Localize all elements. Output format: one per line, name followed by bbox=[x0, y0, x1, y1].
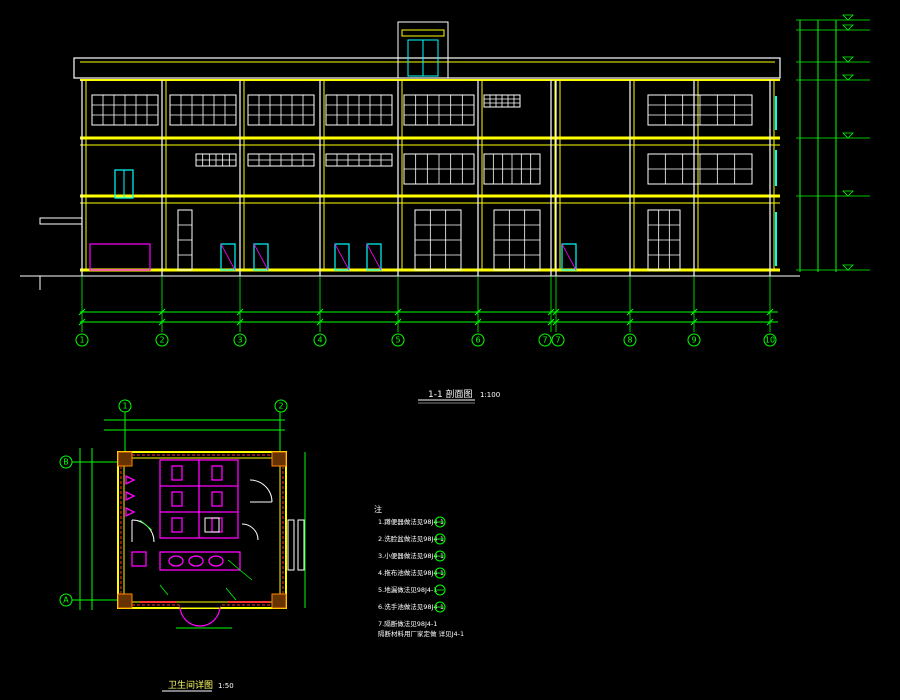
note-symbol bbox=[434, 601, 446, 613]
plan-doors bbox=[131, 479, 273, 543]
axis-bubble bbox=[471, 333, 485, 347]
reception-counter bbox=[89, 243, 151, 271]
plan-axis-col-2: 2 bbox=[278, 402, 283, 411]
notes-heading: 注 bbox=[374, 504, 382, 514]
section-scale: 1:100 bbox=[480, 391, 500, 399]
axis-bubble bbox=[233, 333, 247, 347]
entrance-door bbox=[179, 605, 221, 627]
axis-bubble bbox=[391, 333, 405, 347]
axis-label: 7 bbox=[542, 336, 547, 345]
axis-label: 1 bbox=[79, 336, 84, 345]
notes-list: 1.蹲便器做法见98J4-1 2.洗脸盆做法见98J4-1 3.小便器做法见98J4… bbox=[378, 517, 444, 628]
doors-floor-1 bbox=[220, 243, 577, 271]
axis-bubble bbox=[538, 333, 552, 347]
plan-leaders bbox=[139, 519, 253, 601]
axis-bubble bbox=[155, 333, 169, 347]
section-title-block: 1-1 剖面图 1:100 bbox=[418, 388, 500, 404]
plan-title: 卫生间详图 bbox=[168, 679, 213, 691]
axis-bubble bbox=[551, 333, 565, 347]
note-symbol bbox=[434, 550, 446, 562]
openings-floor-1 bbox=[177, 209, 681, 271]
stair-tower bbox=[397, 21, 449, 79]
windows-floor-2 bbox=[195, 153, 753, 185]
axis-bubble bbox=[623, 333, 637, 347]
axis-label: 5 bbox=[395, 336, 400, 345]
note-symbol bbox=[434, 516, 446, 528]
axis-label: 10 bbox=[765, 336, 775, 345]
dimension-lines bbox=[78, 308, 778, 326]
door bbox=[253, 243, 269, 271]
note-symbols bbox=[434, 516, 446, 613]
door bbox=[334, 243, 350, 271]
stair-tower-parapet bbox=[401, 29, 445, 37]
axis-label: 6 bbox=[475, 336, 480, 345]
note-item: 2.洗脸盆做法见98J4-1 bbox=[378, 534, 444, 543]
plan-axis-col-1: 1 bbox=[122, 402, 127, 411]
note-symbol bbox=[434, 567, 446, 579]
note-item: 1.蹲便器做法见98J4-1 bbox=[378, 517, 444, 526]
axis-bubble bbox=[75, 333, 89, 347]
axis-label: 2 bbox=[159, 336, 164, 345]
notes-last-line: 隔断材料用厂家定做 详见J4-1 bbox=[378, 629, 464, 638]
note-symbol bbox=[434, 584, 446, 596]
note-item: 5.地漏做法见98J4-1 bbox=[378, 585, 438, 594]
axis-label: 7 bbox=[555, 336, 560, 345]
plan-axis-row-b: B bbox=[63, 458, 69, 467]
note-symbol bbox=[434, 533, 446, 545]
section-title: 1-1 剖面图 bbox=[428, 388, 473, 400]
plan-axis-row-a: A bbox=[63, 596, 69, 605]
entrance-canopy bbox=[39, 217, 83, 225]
columns bbox=[81, 80, 775, 332]
axis-label: 4 bbox=[317, 336, 322, 345]
axis-label: 8 bbox=[627, 336, 632, 345]
axis-bubble bbox=[313, 333, 327, 347]
level-marks bbox=[796, 14, 870, 272]
toilet-stalls bbox=[125, 459, 241, 571]
note-item: 4.拖布池做法见98J4-1 bbox=[378, 568, 444, 577]
door bbox=[220, 243, 236, 271]
axis-bubble bbox=[763, 333, 777, 347]
door bbox=[561, 243, 577, 271]
axis-label: 3 bbox=[237, 336, 242, 345]
windows-floor-3 bbox=[91, 94, 753, 126]
axis-label: 9 bbox=[691, 336, 696, 345]
notes-block: 注 1.蹲便器做法见98J4-1 2.洗脸盆做法见98J4-1 3.小便器做法见98… bbox=[374, 504, 464, 638]
plan-title-block: 卫生间详图 1:50 bbox=[162, 679, 234, 692]
plan-scale: 1:50 bbox=[218, 682, 234, 690]
toilet-plan: 1 2 B A bbox=[59, 399, 306, 629]
door bbox=[366, 243, 382, 271]
roof-slab bbox=[73, 57, 781, 79]
note-item: 6.洗手池做法见98J4-1 bbox=[378, 602, 444, 611]
axis-bubble bbox=[687, 333, 701, 347]
note-item: 3.小便器做法见98J4-1 bbox=[378, 551, 444, 560]
note-item: 7.隔断做法见98J4-1 bbox=[378, 619, 438, 628]
